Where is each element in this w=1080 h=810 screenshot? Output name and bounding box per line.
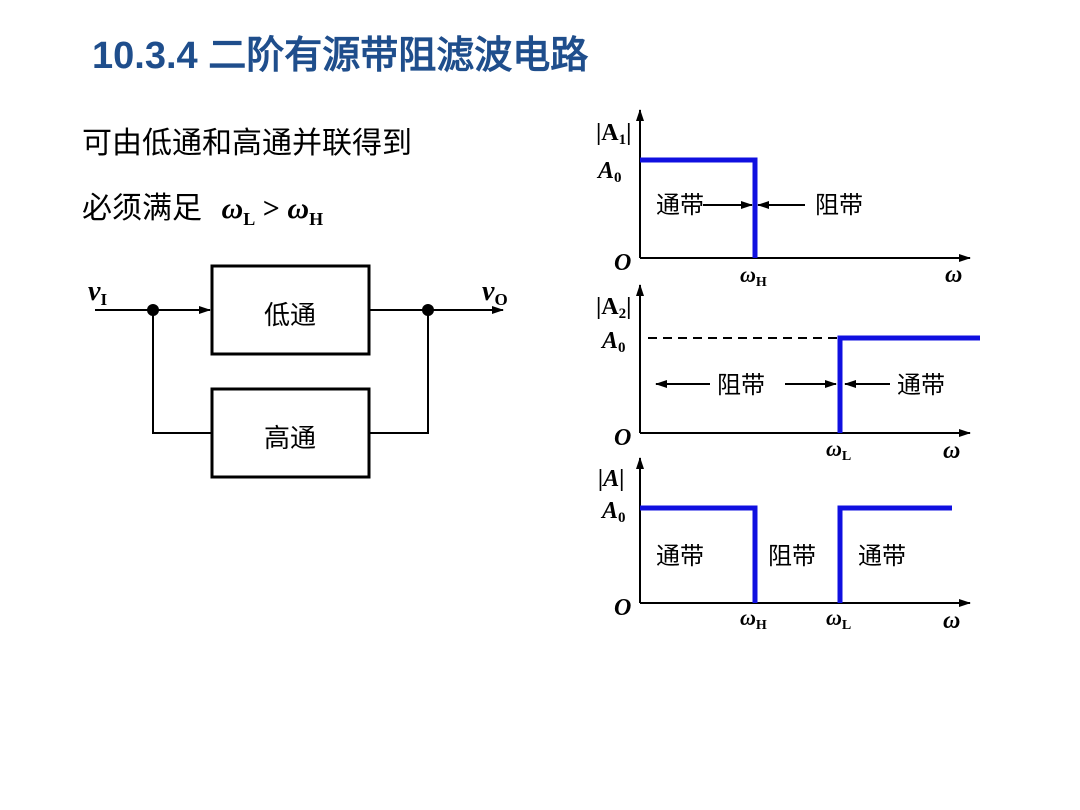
graph3-pass1-label: 通带 <box>656 542 704 570</box>
graph1-curve <box>640 157 758 258</box>
graph3-origin: O <box>614 595 631 621</box>
graph-highpass: |A2| A0 O 阻带 通带 ωL ω <box>596 284 980 464</box>
output-label: vO <box>482 276 508 309</box>
graph2-origin: O <box>614 425 631 451</box>
graph3-omega-h: ωH <box>740 605 767 633</box>
lowpass-label: 低通 <box>264 301 316 331</box>
graph2-x-label: ω <box>943 438 960 464</box>
highpass-out-wire <box>369 310 429 434</box>
graph2-omega-l: ωL <box>826 436 851 464</box>
graph1-pass-label: 通带 <box>656 191 704 219</box>
graph-bandstop: |A| A0 O 通带 阻带 通带 ωH ωL ω <box>598 457 971 634</box>
graph1-omega-h: ωH <box>740 262 767 290</box>
graph1-stop-label: 阻带 <box>815 191 863 219</box>
text-line-1: 可由低通和高通并联得到 <box>82 126 412 161</box>
graph1-x-label: ω <box>945 262 962 288</box>
highpass-label: 高通 <box>264 424 316 454</box>
condition-formula: ωL > ωH <box>221 192 324 229</box>
input-label: vI <box>88 276 107 309</box>
graph2-y-label: |A2| <box>596 294 631 322</box>
graph2-curve <box>837 335 980 433</box>
graph1-y-label: |A1| <box>596 120 631 148</box>
page-title: 10.3.4 二阶有源带阻滤波电路 <box>92 35 589 77</box>
input-to-highpass-wire <box>152 310 212 434</box>
graph3-stop-label: 阻带 <box>768 542 816 570</box>
graph-lowpass: |A1| A0 O 通带 阻带 ωH ω <box>596 109 971 290</box>
input-node <box>147 304 159 316</box>
graph3-y-label: |A| <box>598 466 625 492</box>
graph2-stop-label: 阻带 <box>717 371 765 399</box>
graph1-a0-label: A0 <box>596 158 622 186</box>
graph3-a0-label: A0 <box>600 498 626 526</box>
graph1-origin: O <box>614 250 631 276</box>
graph3-curve-low <box>640 505 758 603</box>
graph2-pass-label: 通带 <box>897 371 945 399</box>
graph3-curve-high <box>837 505 952 603</box>
graph3-omega-l: ωL <box>826 605 851 633</box>
output-node <box>422 304 434 316</box>
graph3-x-label: ω <box>943 608 960 634</box>
graph2-a0-label: A0 <box>600 328 626 356</box>
condition-prefix: 必须满足 <box>82 191 202 226</box>
graph3-pass2-label: 通带 <box>858 542 906 570</box>
text-line-2: 必须满足 ωL > ωH <box>82 183 323 230</box>
block-diagram <box>95 264 504 479</box>
